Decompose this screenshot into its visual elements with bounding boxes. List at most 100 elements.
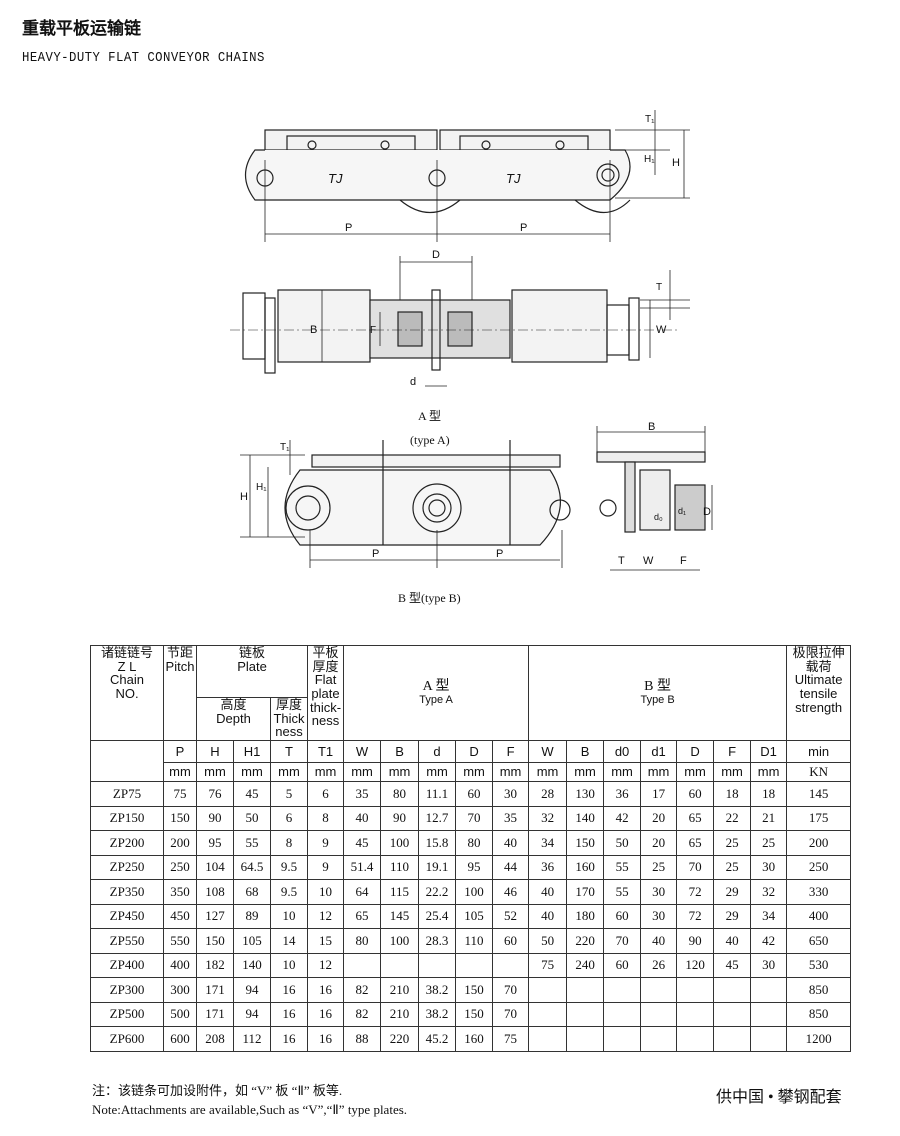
table-cell: mm	[640, 762, 678, 782]
table-cell: 130	[566, 781, 605, 807]
table-cell: 8	[307, 805, 345, 831]
table-cell: 12.7	[418, 805, 457, 831]
table-cell: ZP450	[90, 903, 164, 929]
table-cell: H1	[233, 740, 271, 763]
table-cell: 60	[492, 928, 530, 954]
table-cell: 32	[528, 805, 568, 831]
table-cell: 104	[196, 854, 234, 880]
table-cell	[566, 1026, 605, 1052]
table-cell: ZP250	[90, 854, 164, 880]
table-cell: 75	[492, 1026, 530, 1052]
table-cell: 220	[380, 1026, 420, 1052]
note-cn: 注：该链条可加设附件，如 “V” 板 “Ⅱ” 板等.	[92, 1083, 343, 1098]
header-line: Flat	[314, 672, 337, 688]
type-b-drawing: T₁ H₁ H P P B d₀ d₁ D T W F B 型(type B)	[240, 421, 713, 605]
table-cell	[713, 977, 752, 1003]
table-cell: 40	[343, 805, 382, 831]
table-cell	[455, 952, 494, 978]
header-line: 极限拉伸载荷	[792, 645, 845, 674]
table-cell: mm	[713, 762, 752, 782]
table-cell: 15	[307, 928, 345, 954]
header-line: Pitch	[165, 658, 195, 674]
table-cell: 170	[566, 879, 605, 905]
dim-label-h: H	[240, 491, 248, 503]
table-cell: 250	[163, 854, 197, 880]
table-cell	[492, 952, 530, 978]
table-cell: 60	[455, 781, 494, 807]
table-cell: 12	[307, 903, 345, 929]
dim-label-w: W	[643, 555, 654, 567]
dim-label-t: T	[618, 555, 625, 567]
table-cell: 30	[750, 854, 788, 880]
table-cell: 850	[786, 1001, 852, 1027]
header-line: Depth	[216, 710, 251, 726]
table-cell: 68	[233, 879, 271, 905]
table-cell: 6	[307, 781, 345, 807]
table-cell: 18	[750, 781, 788, 807]
table-cell: 89	[233, 903, 271, 929]
table-cell: 145	[786, 781, 852, 807]
header-line: B 型	[644, 678, 671, 694]
table-cell: 75	[163, 781, 197, 807]
header-line: Plate	[237, 658, 267, 674]
table-cell: 94	[233, 977, 271, 1003]
table-cell	[566, 977, 605, 1003]
table-cell: 150	[455, 1001, 494, 1027]
header-line: strength	[795, 699, 843, 715]
table-cell: 6	[269, 805, 309, 831]
table-cell: ZP550	[90, 928, 164, 954]
table-cell: 108	[196, 879, 234, 905]
table-cell: 90	[380, 805, 420, 831]
table-cell: D1	[750, 740, 788, 763]
table-cell: d1	[640, 740, 678, 763]
table-cell: 42	[603, 805, 642, 831]
table-cell	[343, 952, 382, 978]
table-cell: min	[786, 740, 852, 763]
table-cell: 19.1	[418, 854, 457, 880]
table-cell: 82	[343, 1001, 382, 1027]
header-line: 链板	[239, 645, 266, 660]
header-line: 厚度	[276, 697, 303, 712]
type-a-drawing: D B F d T W A 型 (type A)	[230, 249, 690, 447]
dim-label-d1: d₁	[678, 506, 686, 516]
table-cell: 40	[492, 830, 530, 856]
table-cell: 80	[380, 781, 420, 807]
table-cell: d0	[603, 740, 642, 763]
table-cell: 9	[307, 830, 345, 856]
table-cell: 35	[343, 781, 382, 807]
table-cell: B	[566, 740, 605, 763]
table-cell: 140	[233, 952, 271, 978]
header-line: Z L	[117, 658, 137, 674]
header-line: A 型	[422, 678, 450, 694]
table-cell: B	[380, 740, 420, 763]
table-cell: 38.2	[418, 977, 457, 1003]
table-cell: 10	[307, 879, 345, 905]
type-b-caption: B 型(type B)	[398, 591, 461, 605]
table-cell: 11.1	[418, 781, 457, 807]
table-cell: 70	[455, 805, 494, 831]
table-cell: 60	[603, 952, 642, 978]
table-cell: 25	[750, 830, 788, 856]
table-cell: 210	[380, 1001, 420, 1027]
table-cell: F	[492, 740, 530, 763]
table-cell: ZP300	[90, 977, 164, 1003]
dim-label-p: P	[496, 548, 503, 560]
type-a-caption-cn: A 型	[418, 409, 441, 423]
table-cell: 127	[196, 903, 234, 929]
table-cell: T	[269, 740, 309, 763]
supplier-text: 供中国 • 攀钢配套	[716, 1089, 842, 1106]
header-line: 平板	[312, 645, 339, 660]
table-cell: 16	[269, 1001, 309, 1027]
table-cell: 44	[492, 854, 530, 880]
table-cell: 25	[713, 830, 752, 856]
table-cell	[750, 977, 788, 1003]
table-cell: 105	[455, 903, 494, 929]
table-cell: 650	[786, 928, 852, 954]
table-cell: T1	[307, 740, 345, 763]
table-cell: mm	[163, 762, 197, 782]
